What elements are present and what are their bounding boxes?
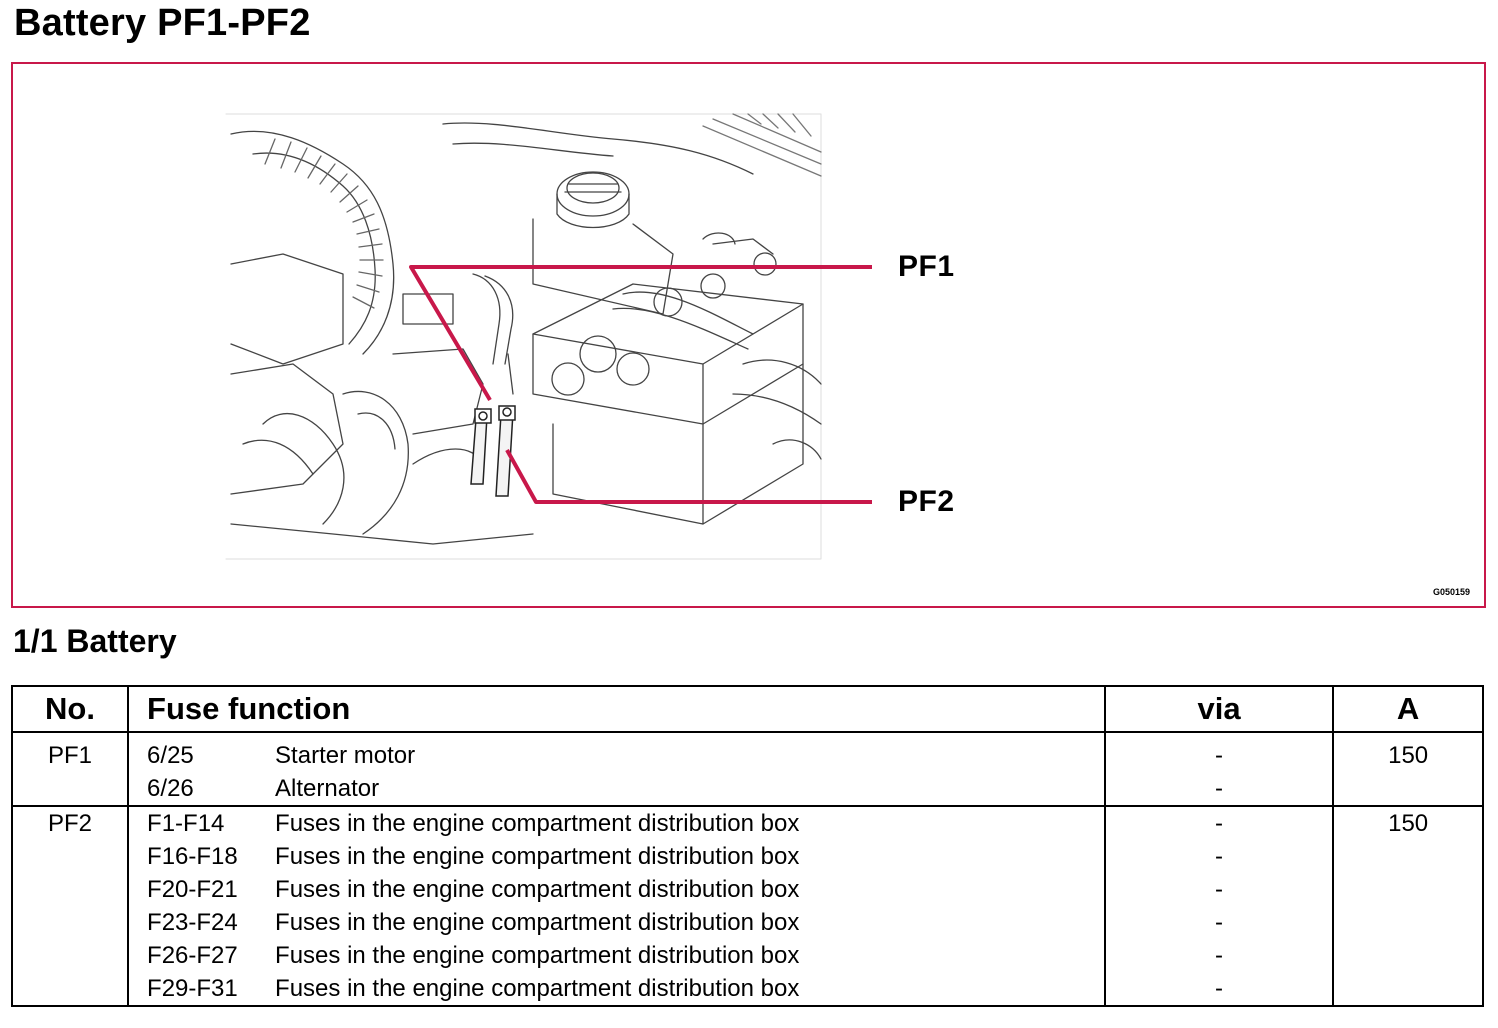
via-value: - [1215,775,1224,802]
circuit-code: F23-F24 [147,909,238,936]
via-value: - [1215,810,1224,837]
fuse-number: PF1 [48,742,93,769]
fuse-number: PF2 [48,810,93,837]
amperage-value: 150 [1388,742,1429,769]
amperage-cell: 150 [1332,739,1484,807]
circuit-code: 6/26 [147,775,194,802]
circuit-code: F20-F21 [147,876,238,903]
col-header-amps: A [1332,685,1484,733]
fuse-table: No. Fuse function via A PF1 6/25 Starter m… [10,685,1484,1007]
fuse-function-line: 6/26 Alternator [129,772,1104,805]
circuit-code: F16-F18 [147,843,238,870]
figure-id: G050159 [1432,587,1470,597]
circuit-description: Fuses in the engine compartment distribu… [275,942,800,969]
circuit-description: Fuses in the engine compartment distribu… [275,975,800,1002]
circuit-description: Fuses in the engine compartment distribu… [275,876,800,903]
via-value: - [1215,909,1224,936]
fuse-function-line: F16-F18 Fuses in the engine compartment d… [129,840,1104,873]
via-value: - [1215,876,1224,903]
fuse-function-line: F23-F24 Fuses in the engine compartment d… [129,906,1104,939]
col-header-function: Fuse function [127,685,1106,733]
via-value: - [1215,942,1224,969]
col-header-via: via [1103,685,1335,733]
circuit-code: 6/25 [147,742,194,769]
fuse-function-line: 6/25 Starter motor [129,739,1104,772]
circuit-code: F26-F27 [147,942,238,969]
circuit-code: F29-F31 [147,975,238,1002]
engine-bay-illustration [225,113,872,560]
fuse-via-cell: - - - - - - [1103,806,1335,1007]
callout-pf2: PF2 [898,485,955,518]
callout-pf1: PF1 [898,250,955,283]
fuse-function-line: F20-F21 Fuses in the engine compartment d… [129,873,1104,906]
circuit-description: Alternator [275,775,380,802]
amperage-cell: 150 [1332,806,1484,1007]
fuse-function-line: F29-F31 Fuses in the engine compartment d… [129,972,1104,1005]
circuit-code: F1-F14 [147,810,225,837]
via-value: - [1215,975,1224,1002]
fuse-number-cell: PF1 [10,739,130,807]
circuit-description: Fuses in the engine compartment distribu… [275,843,800,870]
fuse-function-line: F26-F27 Fuses in the engine compartment d… [129,939,1104,972]
fuse-via-cell: -- [1103,739,1335,807]
circuit-description: Fuses in the engine compartment distribu… [275,909,800,936]
amperage-value: 150 [1388,810,1429,837]
via-value: - [1215,843,1224,870]
via-value: - [1215,742,1224,769]
col-header-no: No. [10,685,130,733]
fuse-number-cell: PF2 [10,806,130,1007]
table-header-row: No. Fuse function via A [10,685,1484,733]
fuse-function-line: F1-F14 Fuses in the engine compartment di… [129,807,1104,840]
circuit-description: Starter motor [275,742,416,769]
engine-bay-figure: PF1 PF2 G050159 [11,62,1486,608]
page-title: Battery PF1-PF2 [14,2,311,44]
section-title: 1/1 Battery [13,623,177,659]
circuit-description: Fuses in the engine compartment distribu… [275,810,800,837]
fuse-function-cell: 6/25 Starter motor 6/26 Alternator [127,739,1106,807]
